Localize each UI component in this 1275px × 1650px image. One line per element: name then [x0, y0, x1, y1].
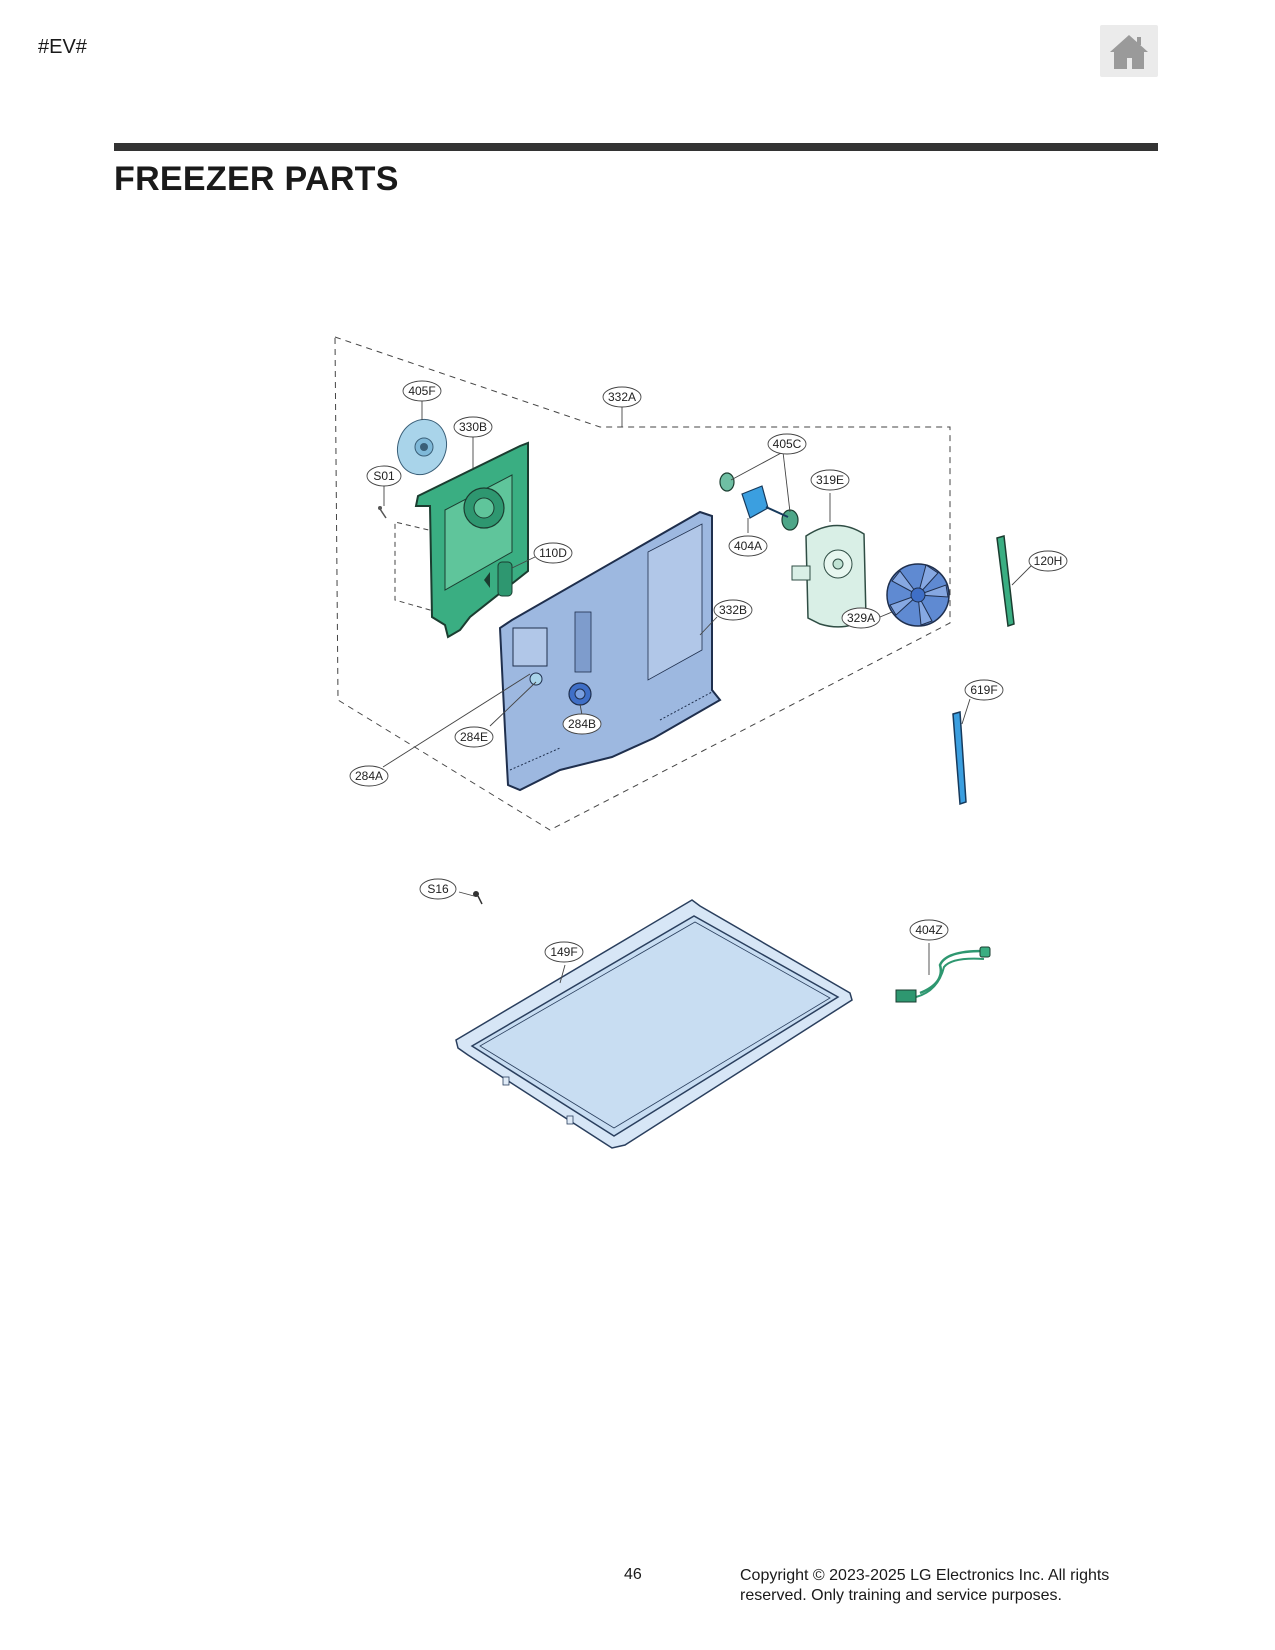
home-icon	[1110, 35, 1148, 69]
part-404Z-harness	[895, 946, 991, 1003]
callout-149F: 149F	[544, 941, 584, 963]
callout-404A: 404A	[728, 535, 768, 557]
callout-284B: 284B	[562, 713, 602, 735]
callout-405C: 405C	[767, 433, 807, 455]
svg-text:110D: 110D	[539, 546, 567, 560]
svg-text:S16: S16	[427, 882, 449, 896]
svg-text:329A: 329A	[847, 611, 875, 625]
svg-text:319E: 319E	[816, 473, 844, 487]
svg-text:284A: 284A	[355, 769, 383, 783]
callout-319E: 319E	[810, 469, 850, 491]
svg-text:284E: 284E	[460, 730, 488, 744]
callout-332A: 332A	[602, 386, 642, 408]
part-120H-strip	[996, 535, 1015, 628]
home-button[interactable]	[1100, 25, 1158, 77]
svg-text:404Z: 404Z	[915, 923, 942, 937]
callout-404Z: 404Z	[909, 919, 949, 941]
svg-text:S01: S01	[373, 469, 395, 483]
svg-text:330B: 330B	[459, 420, 487, 434]
leader-lines	[382, 401, 1035, 984]
part-405F-disk	[396, 418, 448, 476]
part-404A-motor	[741, 485, 789, 519]
svg-text:149F: 149F	[550, 945, 577, 959]
svg-text:404A: 404A	[734, 539, 762, 553]
page-title: FREEZER PARTS	[114, 160, 399, 198]
callout-332B: 332B	[713, 599, 753, 621]
svg-text:284B: 284B	[568, 717, 596, 731]
part-619F-strip	[952, 711, 967, 806]
document-code: #EV#	[38, 36, 87, 58]
assembly-outline	[334, 336, 951, 831]
svg-text:120H: 120H	[1034, 554, 1063, 568]
copyright-notice: Copyright © 2023-2025 LG Electronics Inc…	[740, 1567, 1110, 1604]
part-319E-shroud	[791, 524, 867, 628]
callout-110D: 110D	[533, 542, 573, 564]
page-number: 46	[624, 1566, 642, 1583]
svg-text:619F: 619F	[970, 683, 997, 697]
callout-619F: 619F	[964, 679, 1004, 701]
svg-text:332A: 332A	[608, 390, 636, 404]
callout-329A: 329A	[841, 607, 881, 629]
callout-S01: S01	[366, 465, 402, 487]
part-330B-bracket	[414, 441, 529, 639]
callout-284A: 284A	[349, 765, 389, 787]
callout-330B: 330B	[453, 416, 493, 438]
part-329A-fan	[886, 563, 950, 627]
part-S16-screw	[473, 891, 483, 905]
callout-120H: 120H	[1028, 550, 1068, 572]
callout-284E: 284E	[454, 726, 494, 748]
svg-text:405F: 405F	[408, 384, 435, 398]
part-S01-screw	[378, 506, 387, 519]
callout-S16: S16	[419, 878, 457, 900]
svg-text:405C: 405C	[773, 437, 802, 451]
svg-text:332B: 332B	[719, 603, 747, 617]
part-332B-cover	[498, 510, 722, 792]
title-rule	[114, 143, 1158, 151]
part-149F-shelf	[455, 899, 853, 1149]
callout-405F: 405F	[402, 380, 442, 402]
